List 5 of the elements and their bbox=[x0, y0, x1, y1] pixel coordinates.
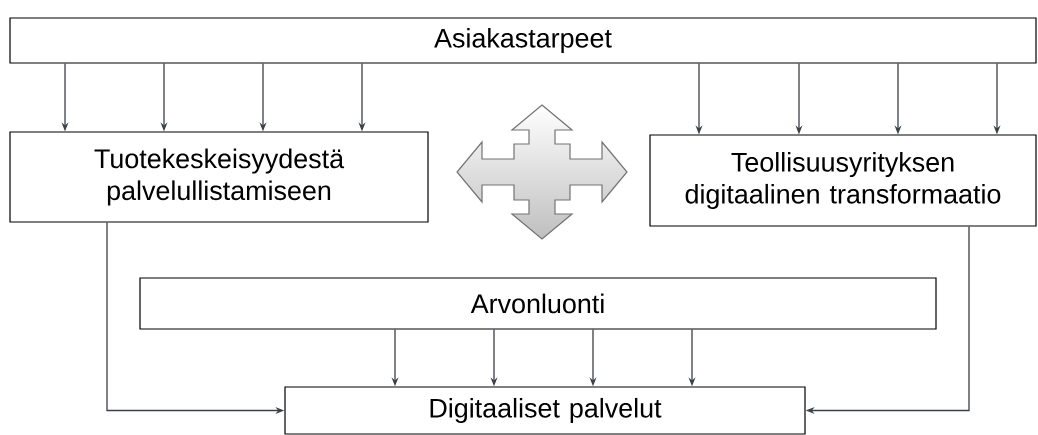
band-box: Arvonluonti bbox=[139, 277, 937, 330]
process-box: Digitaaliset palvelut bbox=[284, 386, 806, 435]
process-box: Teollisuusyrityksen digitaalinen transformaatio bbox=[649, 134, 1037, 227]
band-box: Asiakastarpeet bbox=[9, 17, 1037, 64]
process-box: Tuotekeskeisyydestä palvelullistamiseen bbox=[9, 131, 429, 223]
